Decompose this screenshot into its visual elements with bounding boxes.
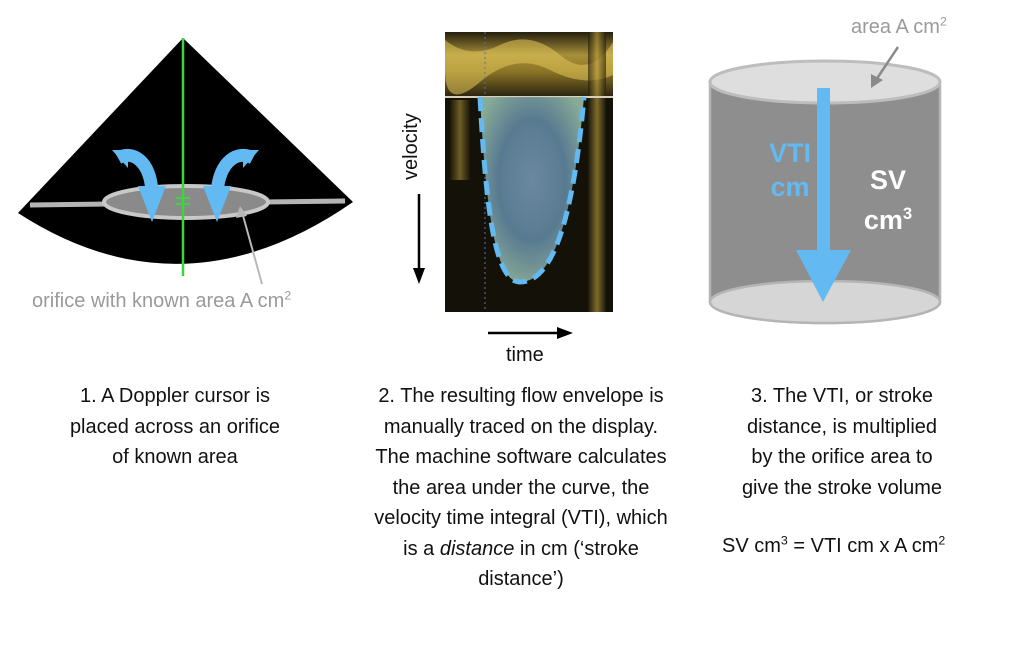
caption-step-1: 1. A Doppler cursor is placed across an …	[40, 381, 310, 473]
doppler-sector-image	[18, 38, 353, 285]
time-axis-label: time	[506, 344, 544, 366]
orifice-pointer-line	[241, 211, 263, 285]
caption-line: 2. The resulting flow envelope is	[378, 385, 664, 407]
caption-line: of known area	[112, 446, 238, 468]
caption-line: 3. The VTI, or stroke	[751, 385, 933, 407]
vti-label: VTI cm	[760, 136, 820, 204]
caption-line: distance, is multiplied	[746, 415, 938, 438]
area-pointer-arrowhead	[871, 74, 883, 88]
caption-line: 1. A Doppler cursor is	[79, 385, 271, 407]
vti-label-line: cm	[770, 172, 810, 202]
traced-envelope-dashed	[477, 96, 587, 285]
sv-label-line: SV	[869, 165, 907, 195]
velocity-axis-label: velocity	[400, 113, 422, 180]
caption-line: manually traced on the display.	[383, 415, 659, 438]
ultrasound-sector	[18, 38, 353, 264]
caption-line: distance’)	[478, 568, 564, 590]
caption-line: by the orifice area to	[751, 446, 933, 468]
caption-line: the area under the curve, the	[392, 476, 650, 499]
vti-arrow-icon	[796, 88, 851, 302]
stroke-volume-cylinder	[708, 46, 942, 325]
velocity-axis-arrow	[413, 194, 425, 284]
caption-line: The machine software calculates	[375, 446, 667, 468]
sv-label: SV cm3	[850, 160, 926, 240]
caption-line: give the stroke volume	[741, 476, 943, 499]
flow-arrow-left-icon	[112, 148, 166, 222]
caption-step-2: 2. The resulting flow envelope is manual…	[338, 381, 704, 595]
caption-step-3: 3. The VTI, or stroke distance, is multi…	[712, 381, 972, 503]
orifice-pointer-arrowhead	[236, 206, 247, 218]
time-axis-arrow	[488, 327, 573, 339]
caption-line: is a distance in cm (‘stroke	[403, 537, 639, 560]
caption-line: placed across an orifice	[69, 415, 281, 438]
sv-label-line: cm3	[863, 203, 913, 235]
flow-arrow-right-icon	[203, 148, 259, 222]
orifice-label: orifice with known area A cm2	[32, 288, 292, 312]
caption-line: velocity time integral (VTI), which	[374, 507, 668, 529]
area-label: area A cm2	[851, 14, 947, 38]
vti-label-line: VTI	[768, 138, 811, 168]
area-pointer-line	[874, 46, 900, 81]
stroke-volume-formula: SV cm3 = VTI cm x A cm2	[722, 533, 946, 557]
spectral-doppler-image	[445, 32, 613, 312]
